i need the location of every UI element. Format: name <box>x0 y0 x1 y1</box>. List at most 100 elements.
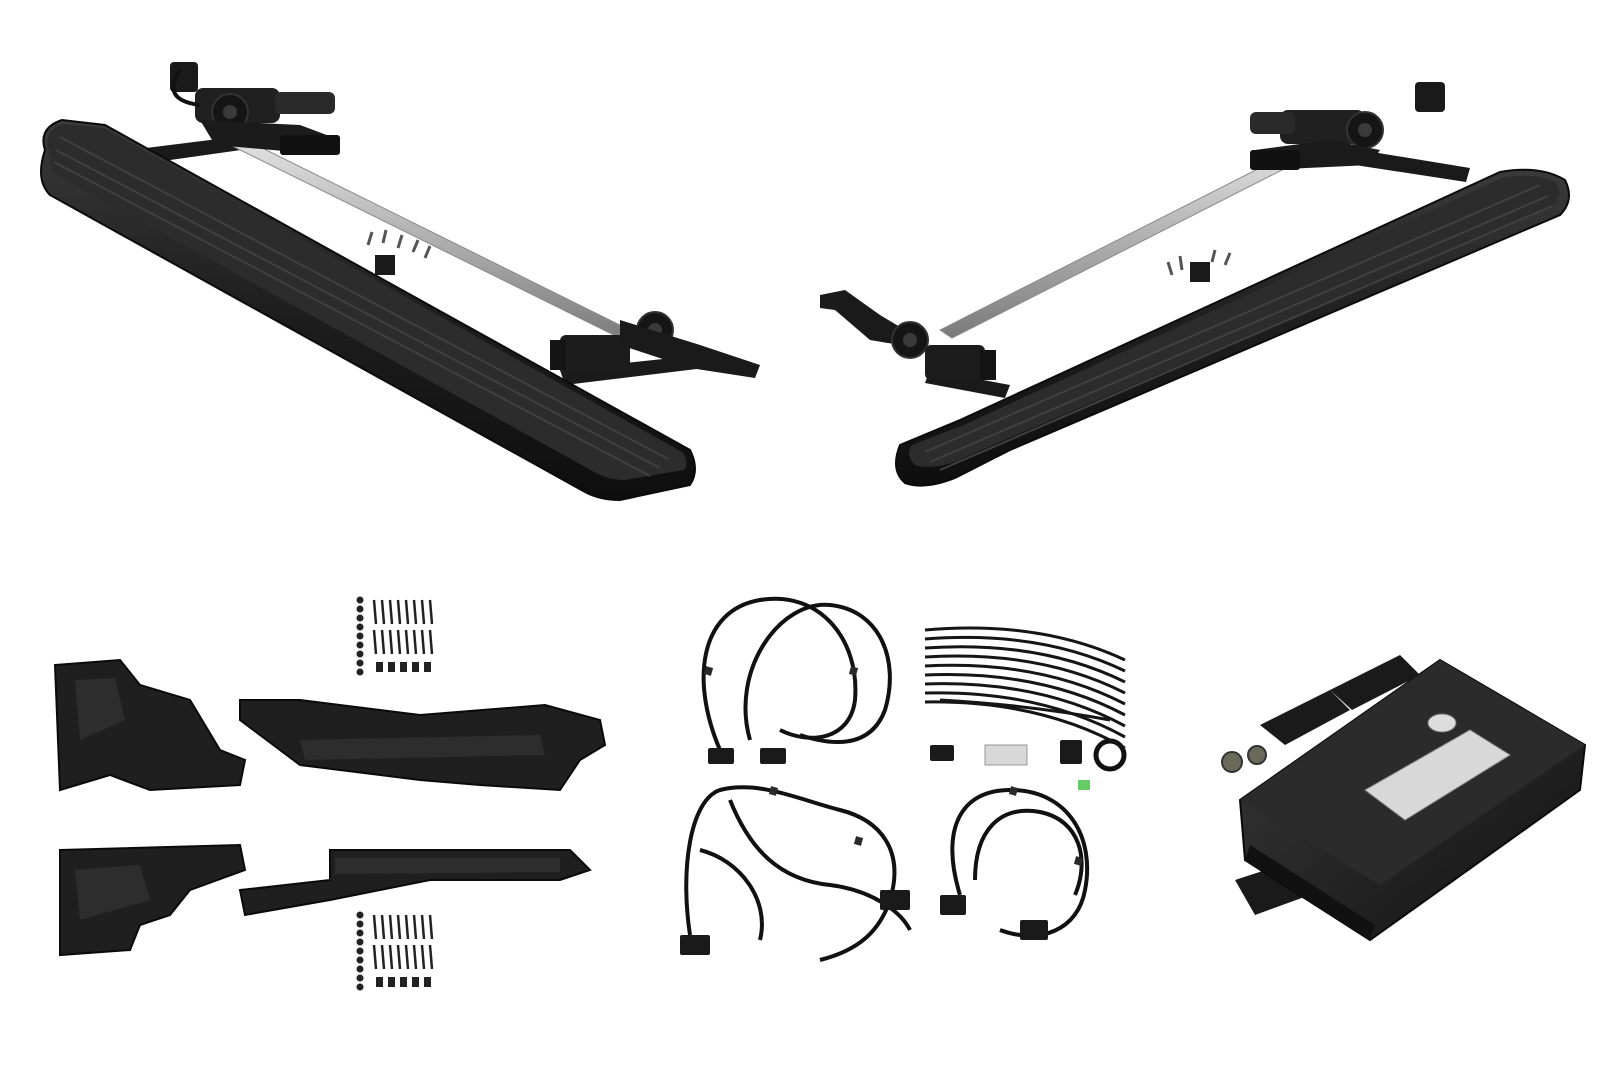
harness-connectors <box>680 740 1082 955</box>
cable-tie <box>924 673 1126 717</box>
bolt <box>428 629 434 655</box>
clip <box>424 662 431 672</box>
bolt <box>428 914 434 940</box>
bolt <box>372 914 378 940</box>
bolt <box>380 629 386 655</box>
bolt <box>412 629 418 655</box>
bolt <box>404 914 410 940</box>
washer <box>356 956 364 964</box>
bolt <box>428 944 434 970</box>
bolt <box>396 629 402 655</box>
linkage-assembly <box>550 311 760 378</box>
connector-block <box>1330 655 1420 710</box>
washer <box>356 650 364 658</box>
washer <box>356 605 364 613</box>
washer <box>356 929 364 937</box>
bolt <box>372 629 378 655</box>
bolt <box>396 944 402 970</box>
washer <box>356 965 364 973</box>
board-groove <box>55 149 661 469</box>
board-groove <box>924 184 1541 453</box>
bolt <box>420 944 426 970</box>
washer <box>356 632 364 640</box>
clip <box>376 977 383 987</box>
cable-tie <box>924 700 1126 750</box>
cable-tie <box>924 663 1126 706</box>
hardware-pack <box>366 229 432 275</box>
cable-tie <box>924 654 1126 695</box>
linkage-assembly <box>820 290 996 380</box>
cable-tie <box>924 645 1126 684</box>
clip <box>412 662 419 672</box>
board-groove <box>59 136 669 460</box>
bolt <box>380 944 386 970</box>
washer <box>356 596 364 604</box>
part-label-tag <box>984 744 1028 766</box>
frame-beam <box>560 355 705 385</box>
bolt <box>380 914 386 940</box>
clip <box>400 662 407 672</box>
deployable-side-step-left <box>40 62 760 502</box>
bolt <box>404 599 410 625</box>
bolt <box>372 944 378 970</box>
bolt <box>404 944 410 970</box>
deployable-side-step-right <box>820 82 1570 487</box>
bolt <box>404 629 410 655</box>
connector-block <box>1260 690 1350 745</box>
washer <box>356 920 364 928</box>
clip <box>424 977 431 987</box>
bolt <box>388 629 394 655</box>
cable-tie <box>924 682 1126 728</box>
harness-coil <box>743 602 892 745</box>
board-groove <box>929 195 1549 463</box>
harness-coil <box>701 596 858 751</box>
module-label <box>1364 729 1511 821</box>
washer <box>356 983 364 991</box>
washer <box>356 911 364 919</box>
module-nut <box>1221 751 1243 773</box>
frame-beam <box>1355 150 1470 182</box>
module-nut <box>1247 745 1267 765</box>
clip <box>388 977 395 987</box>
harness-coil <box>950 787 1090 938</box>
washer <box>356 659 364 667</box>
control-module <box>1221 655 1587 942</box>
mounting-bracket-set <box>53 658 607 957</box>
harness-main <box>684 785 897 962</box>
harness-branch <box>699 848 764 941</box>
motor-assembly <box>1250 82 1445 170</box>
bolt <box>420 629 426 655</box>
bolt <box>388 599 394 625</box>
board-groove <box>939 205 1553 471</box>
bolt <box>388 944 394 970</box>
washer <box>356 938 364 946</box>
bolt <box>412 599 418 625</box>
washer <box>356 614 364 622</box>
board-groove <box>53 161 651 477</box>
fastener-kit-bottom <box>356 911 434 991</box>
cable-tie <box>924 635 1126 673</box>
washer <box>356 947 364 955</box>
motor-assembly <box>170 62 340 155</box>
bolt <box>372 599 378 625</box>
bolt <box>396 599 402 625</box>
washer <box>356 668 364 676</box>
bolt <box>412 914 418 940</box>
board-top-face <box>47 124 687 480</box>
clip <box>400 977 407 987</box>
cable-tie <box>939 698 1111 722</box>
fastener-kit-top <box>356 596 434 676</box>
hardware-pack <box>1166 249 1232 282</box>
bolt <box>396 914 402 940</box>
bolt <box>412 944 418 970</box>
bolt <box>420 599 426 625</box>
washer <box>356 641 364 649</box>
clip <box>388 662 395 672</box>
board-top-face <box>909 175 1560 467</box>
washer <box>356 623 364 631</box>
cable-tie <box>924 691 1126 739</box>
clip <box>412 977 419 987</box>
bolt <box>388 914 394 940</box>
clip <box>376 662 383 672</box>
